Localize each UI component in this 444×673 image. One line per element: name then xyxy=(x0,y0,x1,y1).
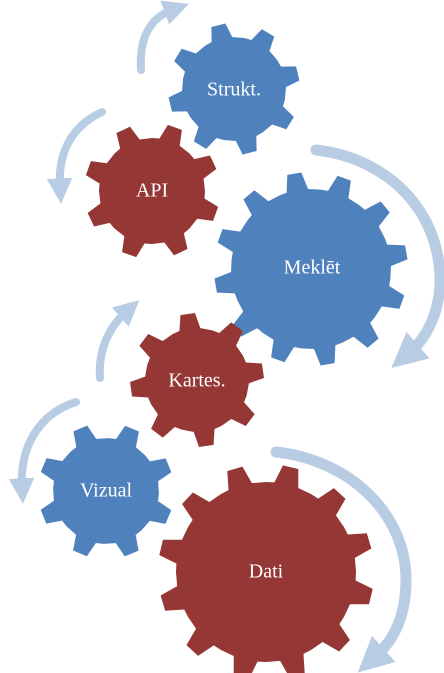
gear-strukt: Strukt. xyxy=(168,23,300,155)
gear-kartes-label: Kartes. xyxy=(168,370,225,392)
gear-meklet: Meklēt xyxy=(214,172,408,366)
gear-meklet-label: Meklēt xyxy=(284,257,341,279)
gears: Strukt. API Meklēt Kartes. Vizual Dati xyxy=(40,23,408,673)
gear-kartes-shape xyxy=(130,313,264,447)
arrow-right-large xyxy=(310,144,444,369)
gear-vizual: Vizual xyxy=(40,425,172,557)
gear-dati: Dati xyxy=(159,465,373,673)
gear-kartes: Kartes. xyxy=(130,313,264,447)
gear-api: API xyxy=(85,124,219,258)
gear-vizual-shape xyxy=(40,425,172,557)
arrow-kartes-up xyxy=(95,300,140,382)
gear-vizual-label: Vizual xyxy=(80,480,133,502)
gear-dati-label: Dati xyxy=(249,561,284,583)
arrow-to-top xyxy=(136,0,189,74)
arrow-left-upper xyxy=(46,108,106,204)
gear-dati-shape xyxy=(159,465,373,673)
gear-api-shape xyxy=(85,124,219,258)
gear-strukt-label: Strukt. xyxy=(207,79,261,101)
arrow-left-lower xyxy=(8,398,80,504)
gear-strukt-shape xyxy=(168,23,300,155)
arrow-right-bottom xyxy=(270,446,412,673)
gear-api-label: API xyxy=(136,180,168,202)
connector-arrows xyxy=(8,0,444,673)
gear-meklet-shape xyxy=(214,172,408,366)
